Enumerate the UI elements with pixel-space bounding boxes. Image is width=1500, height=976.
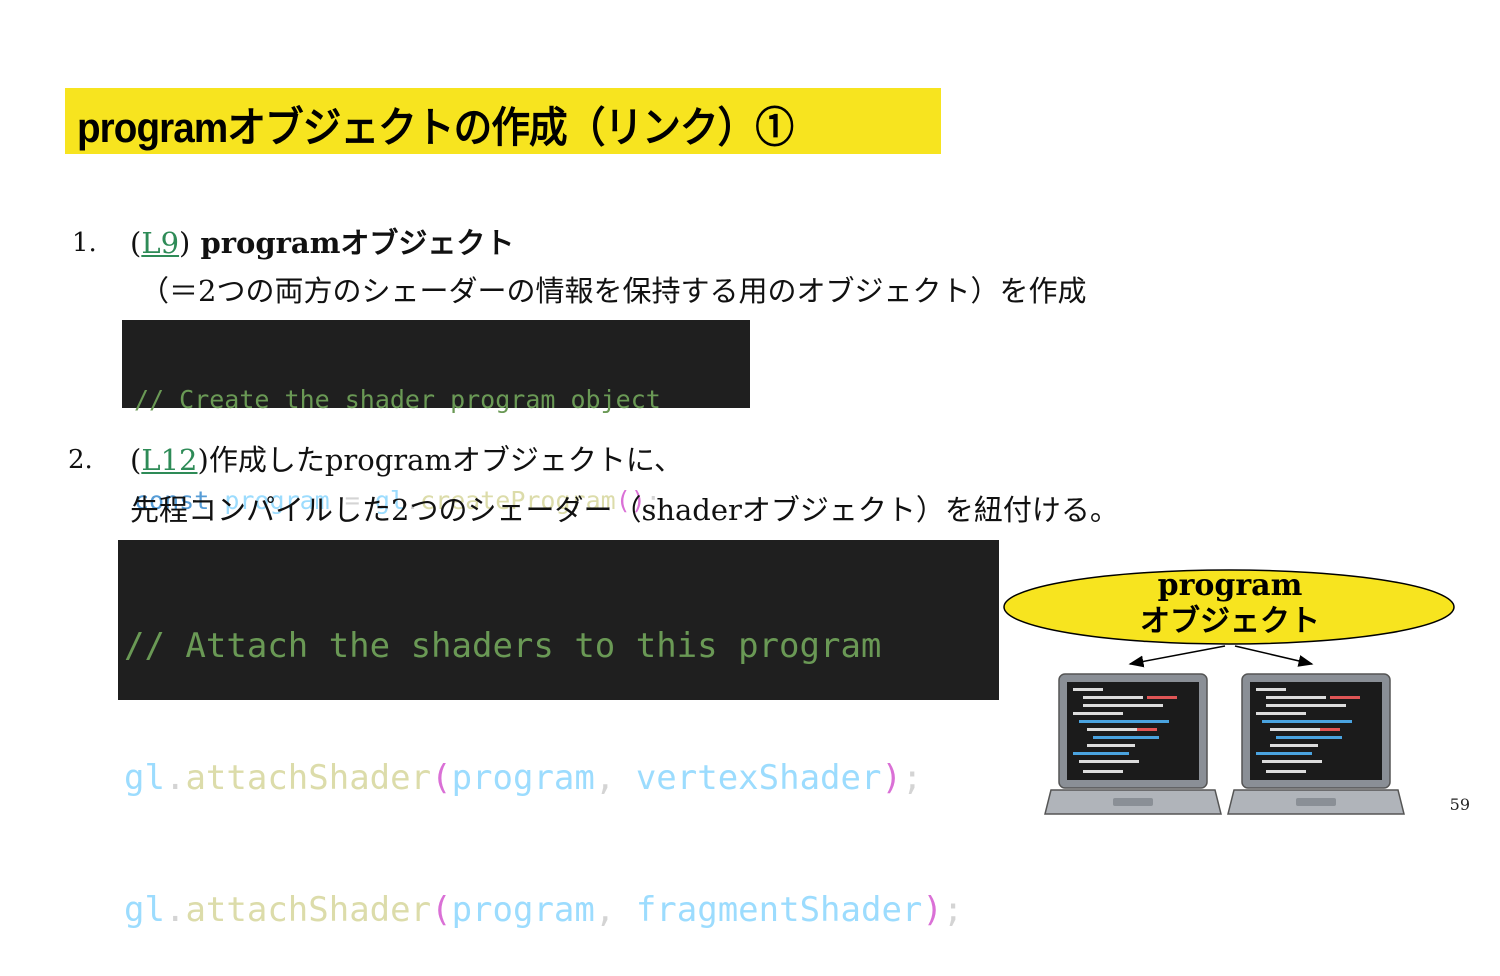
title-banner: programオブジェクトの作成（リンク）① (65, 88, 941, 154)
line-ref-link-l12[interactable]: L12 (141, 443, 198, 477)
slide-title: programオブジェクトの作成（リンク）① (77, 104, 794, 151)
laptop-right-icon (1227, 673, 1405, 815)
arrow-right (1234, 645, 1314, 667)
code-comment: // Create the shader program object (134, 385, 661, 414)
laptop-left-icon (1044, 673, 1222, 815)
item-2-heading: (L12)作成したprogramオブジェクトに、 (130, 443, 684, 477)
program-object-ellipse (1003, 569, 1455, 645)
code-block-attach-shaders: // Attach the shaders to this program gl… (118, 540, 999, 930)
item-1-heading: (L9) programオブジェクト (130, 226, 515, 260)
code-comment: // Attach the shaders to this program (124, 626, 882, 666)
item-1-description: （＝2つの両方のシェーダーの情報を保持する用のオブジェクト）を作成 (140, 274, 1087, 308)
ellipse-label: program オブジェクト (1140, 568, 1320, 639)
page-number: 59 (1449, 795, 1470, 814)
list-number-2: 2. (68, 445, 93, 475)
list-number-1: 1. (72, 228, 97, 258)
program-object-diagram (1003, 569, 1455, 668)
item-1-bold-text: programオブジェクト (190, 226, 515, 260)
item-2-description: 先程コンパイルした2つのシェーダー（shaderオブジェクト）を紐付ける。 (130, 493, 1119, 527)
code-block-create-program: // Create the shader program object cons… (122, 320, 750, 515)
arrow-left (1128, 645, 1226, 668)
line-ref-link-l9[interactable]: L9 (141, 226, 180, 260)
